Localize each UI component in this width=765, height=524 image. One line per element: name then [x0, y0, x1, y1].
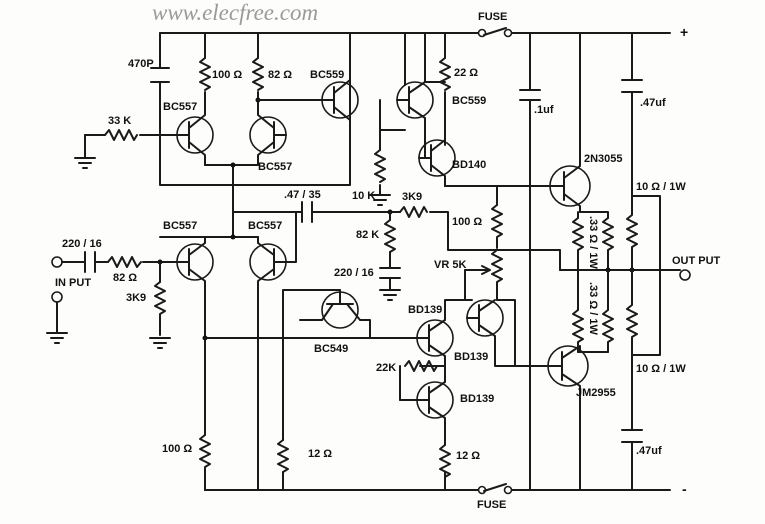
watermark: www.elecfree.com — [152, 0, 318, 25]
resistor-10-top: 10 Ω / 1W — [626, 181, 686, 271]
transistor-jm2955: JM2955 — [514, 345, 616, 491]
resistor-12-a: 12 Ω — [277, 439, 332, 473]
cap-047-bottom: .47uf — [621, 429, 662, 457]
positive-rail-label: + — [680, 24, 688, 40]
resistor-82-top-label: 82 Ω — [268, 69, 292, 81]
resistor-10k-label: 10 K — [352, 190, 375, 202]
ground-symbol-5 — [149, 337, 171, 349]
input-ground-terminal — [51, 291, 63, 303]
resistor-3k9-feedback: 3K9 — [399, 191, 428, 218]
resistor-82k: 82 K — [356, 219, 396, 253]
transistor-q9-label: BD139 — [408, 304, 442, 316]
resistor-82-top: 82 Ω — [252, 57, 292, 91]
ground-symbol-2 — [369, 194, 391, 206]
resistor-10k: 10 K — [352, 149, 386, 202]
resistor-3k9-in: 3K9 — [126, 281, 166, 315]
resistor-100-bottom: 100 Ω — [162, 434, 211, 468]
ground-symbol-4 — [46, 301, 68, 344]
cap-470p-label: 470P — [128, 58, 154, 70]
ground-symbol-3 — [379, 289, 401, 301]
resistor-emitter-top: .33 Ω / 1W — [572, 216, 614, 271]
resistor-emitter-top-label: .33 Ω / 1W — [587, 216, 599, 269]
resistor-33k: 33 K — [104, 115, 138, 141]
resistor-22k-label: 22K — [376, 362, 396, 374]
transistor-q8: BC549 — [299, 289, 371, 355]
resistor-emitter-bottom-label: .33 Ω / 1W — [587, 282, 599, 335]
potentiometer-vr5k: VR 5K — [434, 249, 503, 301]
resistor-22-label: 22 Ω — [454, 67, 478, 79]
input-label: IN PUT — [55, 277, 91, 289]
resistor-100-top: 100 Ω — [199, 57, 242, 91]
transistor-q3: BC559 — [310, 32, 359, 136]
transistor-q7-label: BC557 — [248, 220, 282, 232]
transistor-q10: BD139 — [416, 365, 494, 441]
transistor-q3-label: BC559 — [310, 69, 344, 81]
resistor-82-in-label: 82 Ω — [113, 272, 137, 284]
potentiometer-vr5k-label: VR 5K — [434, 259, 466, 271]
cap-047-35: .47 / 35 — [284, 189, 321, 223]
resistor-100-bottom-label: 100 Ω — [162, 443, 192, 455]
output-label: OUT PUT — [672, 255, 721, 267]
transistor-2n3055: 2N3055 — [544, 32, 623, 213]
resistor-100-mid: 100 Ω — [452, 204, 503, 238]
resistor-22: 22 Ω — [439, 57, 478, 91]
resistor-emitter-bottom: .33 Ω / 1W — [572, 282, 614, 353]
resistor-3k9-feedback-label: 3K9 — [402, 191, 422, 203]
transistor-q9: BD139 — [408, 299, 466, 367]
output-terminal — [679, 269, 691, 281]
input-terminal — [51, 256, 63, 268]
transistor-q10-label: BD139 — [460, 393, 494, 405]
transistor-q6: BC557 — [163, 220, 214, 339]
transistor-q7: BC557 — [248, 220, 287, 291]
resistor-12-a-label: 12 Ω — [308, 448, 332, 460]
resistor-12-b: 12 Ω — [439, 444, 480, 478]
resistor-100-mid-label: 100 Ω — [452, 216, 482, 228]
resistor-12-b-label: 12 Ω — [456, 450, 480, 462]
cap-470p: 470P — [128, 58, 170, 83]
fuse-top-label: FUSE — [478, 11, 507, 23]
transistor-q11-bias: BD139 — [454, 299, 516, 367]
ground-symbol-1 — [74, 134, 96, 169]
transistor-2n3055-label: 2N3055 — [584, 153, 623, 165]
transistor-q1-label: BC557 — [163, 101, 197, 113]
transistor-jm2955-label: JM2955 — [576, 387, 616, 399]
cap-01uf-label: .1uf — [534, 104, 554, 116]
transistor-q4: BC559 — [396, 32, 486, 159]
transistor-q8-label: BC549 — [314, 343, 348, 355]
resistor-22k: 22K — [376, 360, 438, 374]
cap-047-35-label: .47 / 35 — [284, 189, 321, 201]
cap-047-top-label: .47uf — [640, 97, 666, 109]
transistor-q6-label: BC557 — [163, 220, 197, 232]
resistor-10-top-label: 10 Ω / 1W — [636, 181, 686, 193]
cap-in-label: 220 / 16 — [62, 238, 102, 250]
transistor-q2: BC557 — [249, 111, 292, 173]
resistor-33k-label: 33 K — [108, 115, 131, 127]
resistor-82-in: 82 Ω — [107, 256, 142, 284]
resistor-100-top-label: 100 Ω — [212, 69, 242, 81]
transistor-q11-label: BD139 — [454, 351, 488, 363]
negative-rail-label: - — [682, 481, 687, 497]
transistor-q1: BC557 — [163, 101, 214, 166]
cap-in-220-16: 220 / 16 — [62, 238, 102, 273]
fuse-bottom: FUSE — [477, 483, 513, 511]
resistor-10-bottom: 10 Ω / 1W — [626, 269, 686, 375]
fuse-bottom-label: FUSE — [477, 499, 506, 511]
transistor-q5: BD140 — [418, 139, 486, 187]
transistor-q4-label: BC559 — [452, 95, 486, 107]
cap-01uf: .1uf — [519, 89, 554, 116]
fuse-top: FUSE — [477, 11, 513, 38]
cap-047-top: .47uf — [621, 79, 666, 109]
transistor-q2-label: BC557 — [258, 161, 292, 173]
negative-rail: - — [204, 481, 687, 497]
transistor-q5-label: BD140 — [452, 159, 486, 171]
cap-220-16-label: 220 / 16 — [334, 267, 374, 279]
resistor-82k-label: 82 K — [356, 229, 379, 241]
resistor-10-bottom-label: 10 Ω / 1W — [636, 363, 686, 375]
resistor-3k9-in-label: 3K9 — [126, 292, 146, 304]
cap-220-16: 220 / 16 — [334, 267, 401, 291]
cap-047-bottom-label: .47uf — [636, 445, 662, 457]
